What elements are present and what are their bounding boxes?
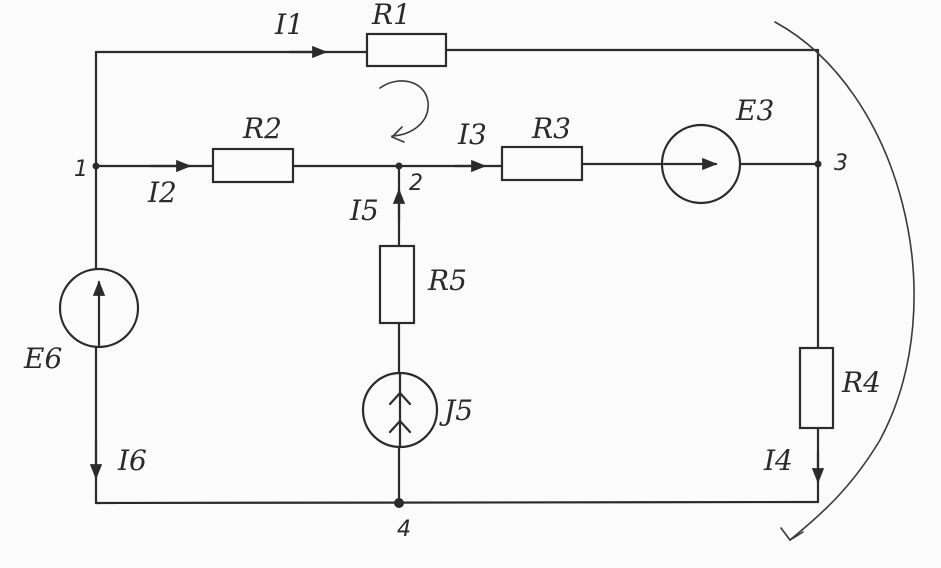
j5-chevron-lower	[388, 419, 412, 434]
label-i4: I4	[763, 444, 793, 477]
resistor-r3	[500, 145, 584, 182]
label-r1: R1	[371, 0, 411, 31]
label-r2: R2	[242, 112, 282, 145]
label-r3: R3	[531, 112, 571, 145]
label-node-3: 3	[834, 151, 848, 176]
label-e3: E3	[735, 94, 774, 127]
label-node-1: 1	[74, 157, 88, 182]
label-i1: I1	[274, 8, 304, 41]
loop-arrow-small-head	[390, 126, 405, 143]
label-i2: I2	[147, 176, 177, 209]
label-e6: E6	[23, 342, 62, 375]
resistor-r2	[211, 147, 295, 184]
node-dot-4	[394, 498, 404, 508]
label-j5: J5	[439, 394, 473, 427]
node-dot-1	[92, 162, 100, 170]
j5-chevron-upper	[388, 391, 412, 406]
label-i5: I5	[349, 194, 379, 227]
label-node-2: 2	[409, 171, 423, 196]
bottom-wire	[94, 500, 820, 505]
resistor-r1	[365, 32, 448, 68]
resistor-r5	[378, 244, 416, 325]
label-i3: I3	[457, 118, 487, 151]
label-i6: I6	[117, 444, 147, 477]
label-r5: R5	[427, 264, 467, 297]
node-dot-2	[395, 162, 403, 170]
label-node-4: 4	[397, 517, 411, 542]
loop-arrow-small	[379, 80, 429, 137]
loop-arrow-large-head	[780, 527, 804, 542]
resistor-r4	[798, 346, 835, 430]
label-r4: R4	[841, 366, 881, 399]
loop-arrow-large	[774, 21, 915, 541]
node-dot-3	[814, 160, 822, 168]
